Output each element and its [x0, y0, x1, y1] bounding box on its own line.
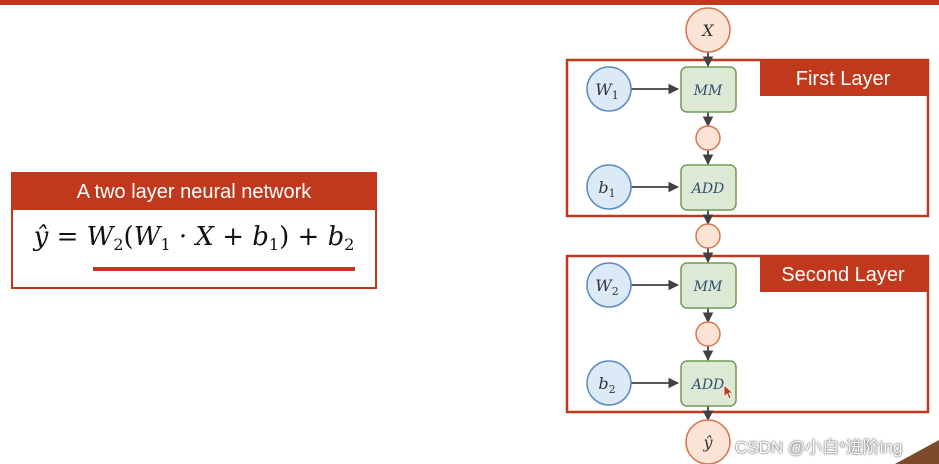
mid-node: [695, 223, 721, 249]
formula-dot-x: · X +: [170, 222, 253, 252]
formula-w1: W: [133, 222, 161, 252]
first-layer-box: [565, 58, 930, 218]
weight-w1-label: W1: [595, 80, 618, 102]
first-layer-title-bg: [760, 60, 928, 96]
weight-w2-node: [586, 262, 632, 308]
formula-open-paren: (: [123, 222, 134, 252]
second-layer-box: [565, 254, 930, 414]
mm2-op-node: [680, 262, 737, 309]
formula-b2-sub: 2: [344, 235, 355, 254]
formula-box: A two layer neural network ŷ = W2(W1 · X…: [11, 172, 377, 289]
formula-title: A two layer neural network: [13, 174, 375, 210]
bias-b1-node: [586, 164, 632, 210]
mm2-op-label: MM: [693, 279, 723, 295]
bias-b2-label: b2: [598, 374, 615, 396]
top-accent-bar: [0, 0, 939, 5]
add1-op-label: ADD: [690, 181, 725, 197]
formula-close-plus: ) +: [279, 222, 328, 252]
csdn-watermark: CSDN @小白*进阶ing: [735, 438, 903, 457]
second-layer-title: Second Layer: [781, 264, 905, 286]
formula-b1-sub: 1: [268, 235, 280, 254]
bias-b1-label: b1: [598, 178, 615, 200]
formula-b1: b: [252, 222, 269, 252]
weight-w1-node: [586, 66, 632, 112]
add1-op-node: [680, 164, 737, 211]
mouse-cursor-icon: [723, 384, 735, 400]
output-yhat-label: ŷ: [702, 433, 713, 452]
input-x-node: [685, 7, 731, 53]
formula-equals: =: [56, 222, 79, 252]
hidden2-node: [695, 321, 721, 347]
mm1-op-node: [680, 66, 737, 113]
corner-decoration: [895, 440, 939, 464]
bias-b2-node: [586, 360, 632, 406]
hidden1-node: [695, 125, 721, 151]
mm1-op-label: MM: [693, 83, 723, 99]
formula-w1-sub: 1: [160, 235, 171, 254]
second-layer-title-bg: [760, 256, 928, 292]
formula-b2: b: [327, 222, 345, 252]
formula-w2-sub: 2: [113, 235, 124, 254]
input-x-label: X: [700, 21, 714, 40]
weight-w2-label: W2: [595, 276, 618, 298]
first-layer-title: First Layer: [796, 68, 891, 90]
output-yhat-node: [685, 419, 731, 464]
formula-underline: [93, 267, 355, 271]
add2-op-label: ADD: [690, 377, 725, 393]
add2-op-node: [680, 360, 737, 407]
formula-equation: ŷ = W2(W1 · X + b1) + b2: [13, 222, 375, 254]
formula-lhs: ŷ: [33, 222, 49, 252]
formula-w2: W: [86, 222, 114, 252]
